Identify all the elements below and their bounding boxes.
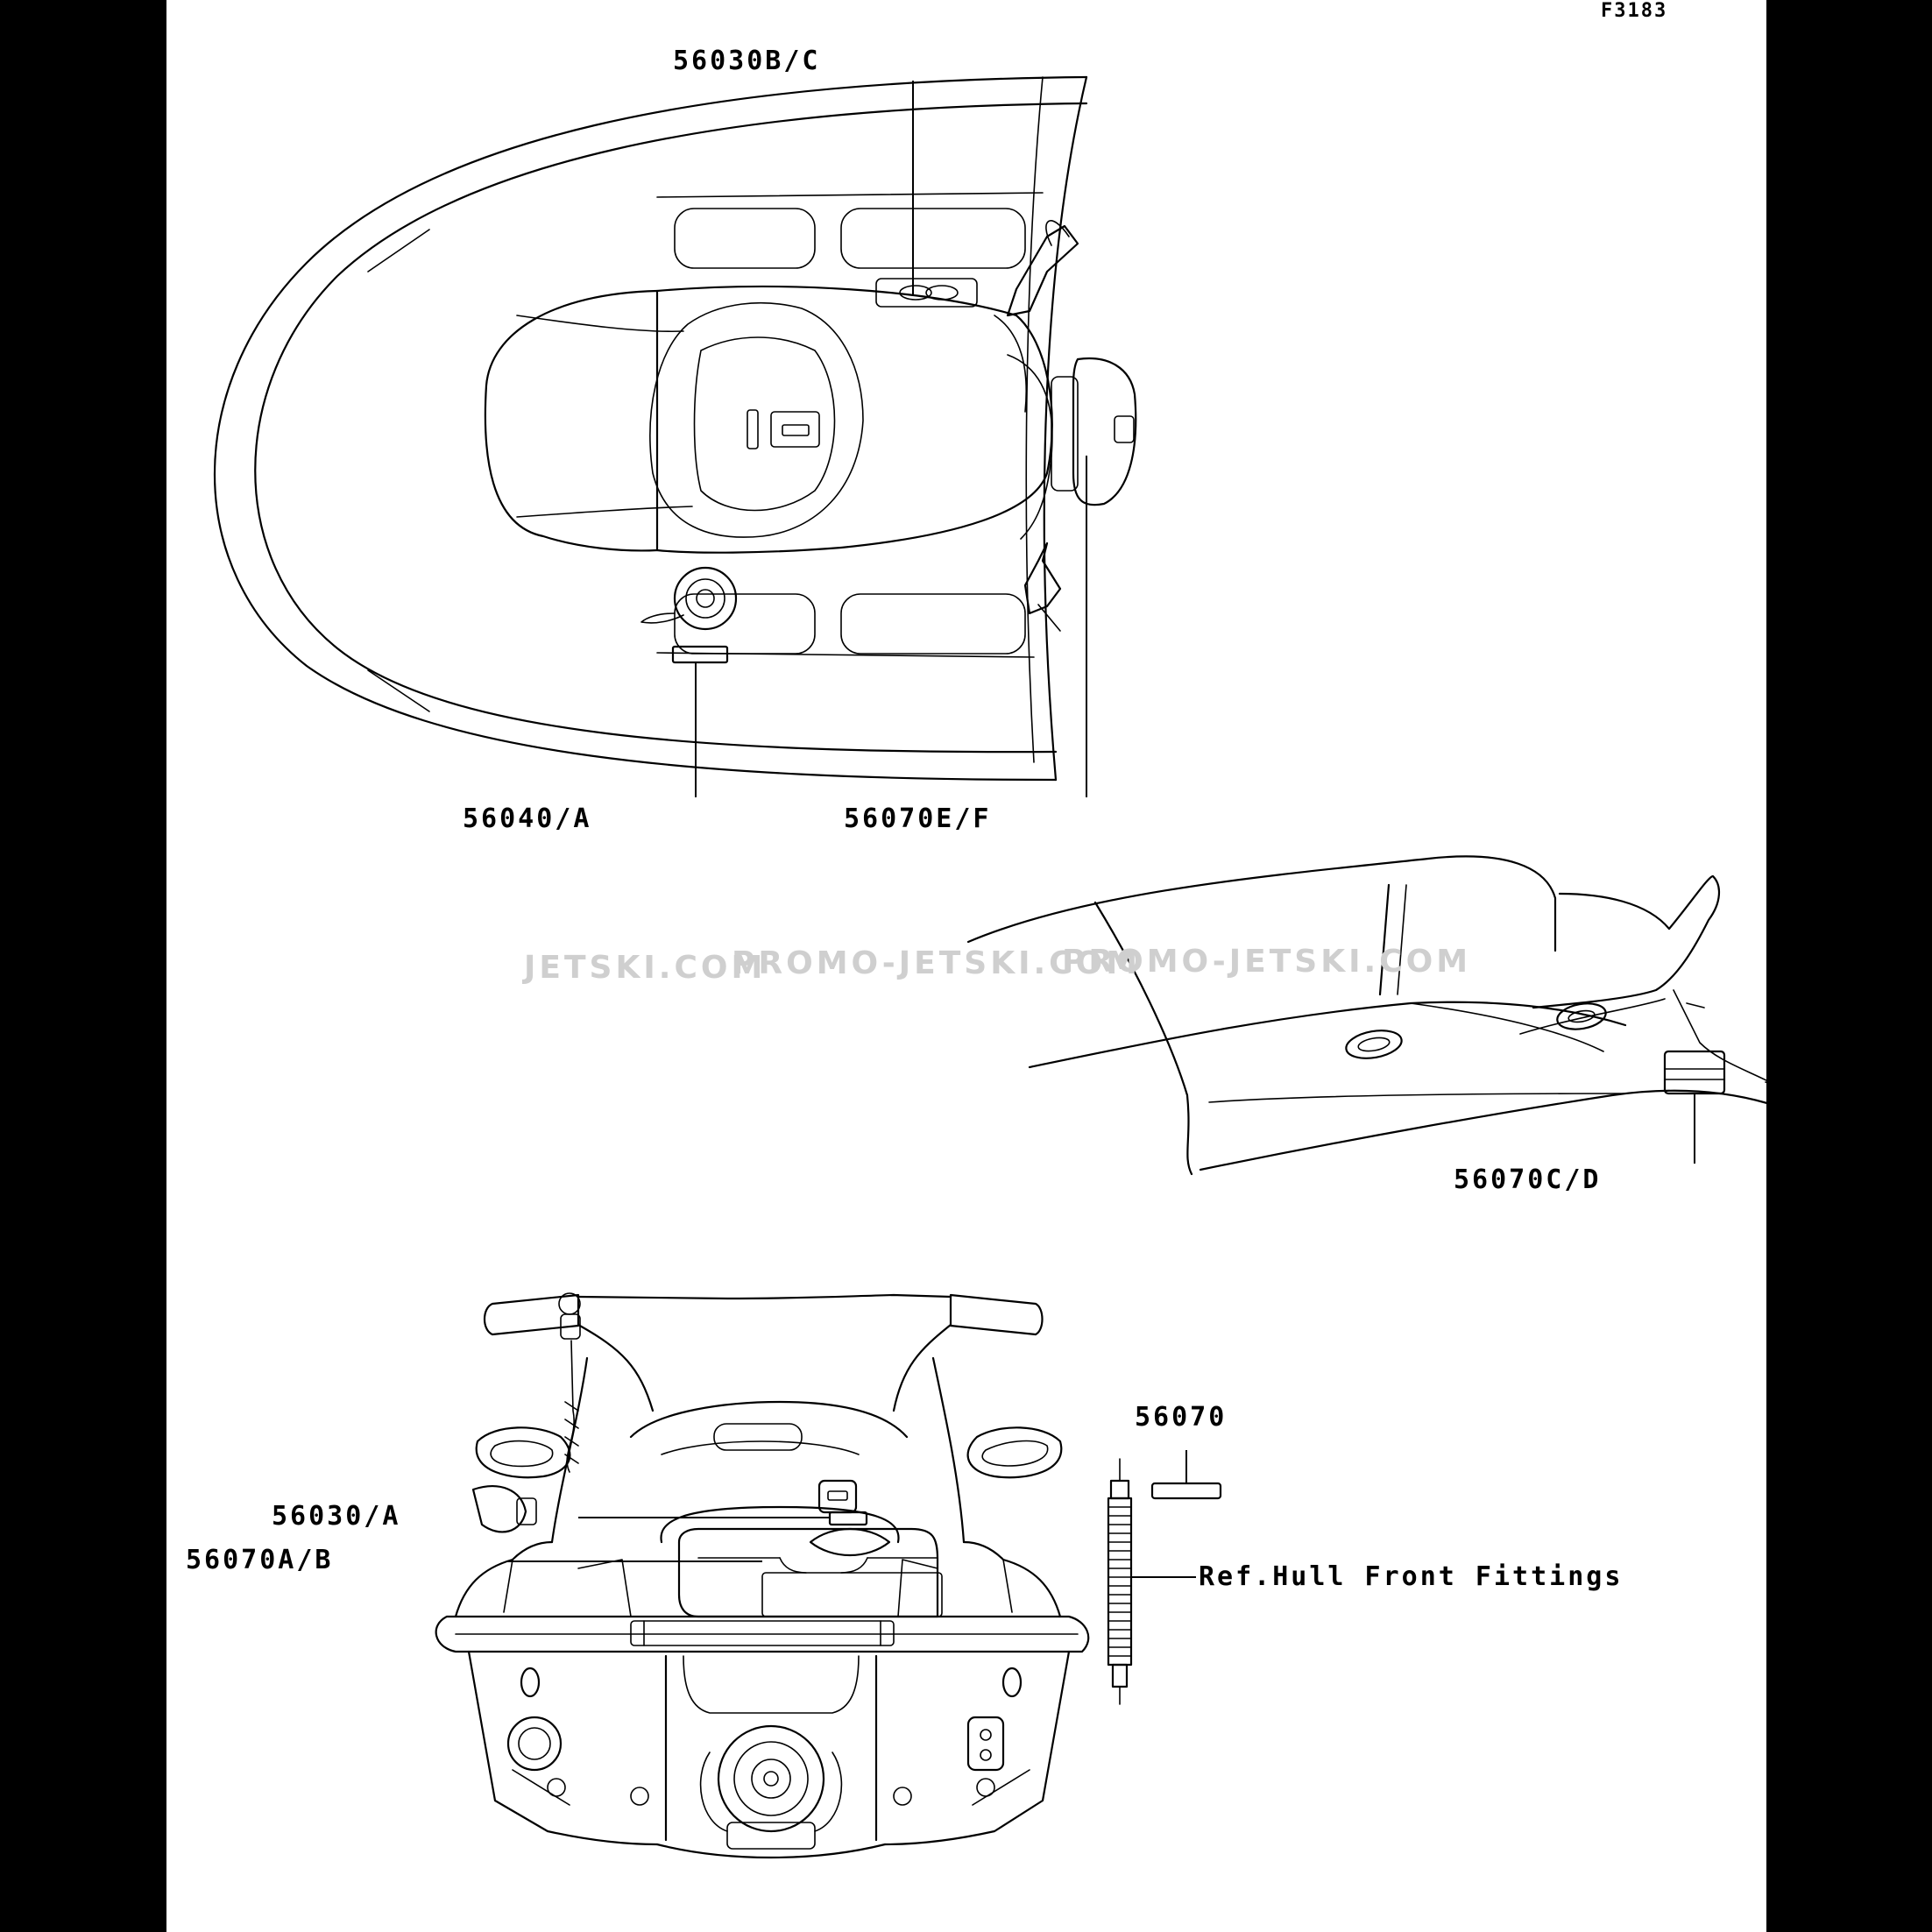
parts-sheet: F3183 JETSKI.COM PROMO-JETSKI.COM PROMO-… (166, 0, 1766, 1932)
deck-top-view (214, 75, 1137, 797)
callout-56030bc: 56030B/C (673, 46, 821, 76)
line-art (214, 75, 1766, 1859)
figure-code: F3183 (1601, 0, 1668, 22)
seat-side-view (966, 855, 1766, 1176)
callout-reference: Ref.Hull Front Fittings (1199, 1561, 1624, 1592)
watermark-1: JETSKI.COM (524, 950, 767, 986)
callout-56040a: 56040/A (463, 803, 592, 834)
callout-56070: 56070 (1135, 1402, 1228, 1433)
callout-56030a: 56030/A (272, 1501, 401, 1532)
watermark-2: PROMO-JETSKI.COM (732, 945, 1142, 981)
accessory-view (1107, 1450, 1222, 1705)
watermark-3: PROMO-JETSKI.COM (1062, 944, 1472, 980)
label-56030a-shape (828, 1511, 868, 1526)
label-56070cd-shape (1663, 1050, 1726, 1095)
callout-56070ab: 56070A/B (186, 1545, 334, 1575)
callout-56070ef: 56070E/F (844, 803, 992, 834)
rear-view (435, 1292, 1090, 1859)
label-56070-shape (1150, 1482, 1222, 1500)
label-56040a-shape (671, 645, 729, 664)
label-56070ef-shape (1051, 376, 1079, 492)
callout-56070cd: 56070C/D (1454, 1164, 1602, 1195)
